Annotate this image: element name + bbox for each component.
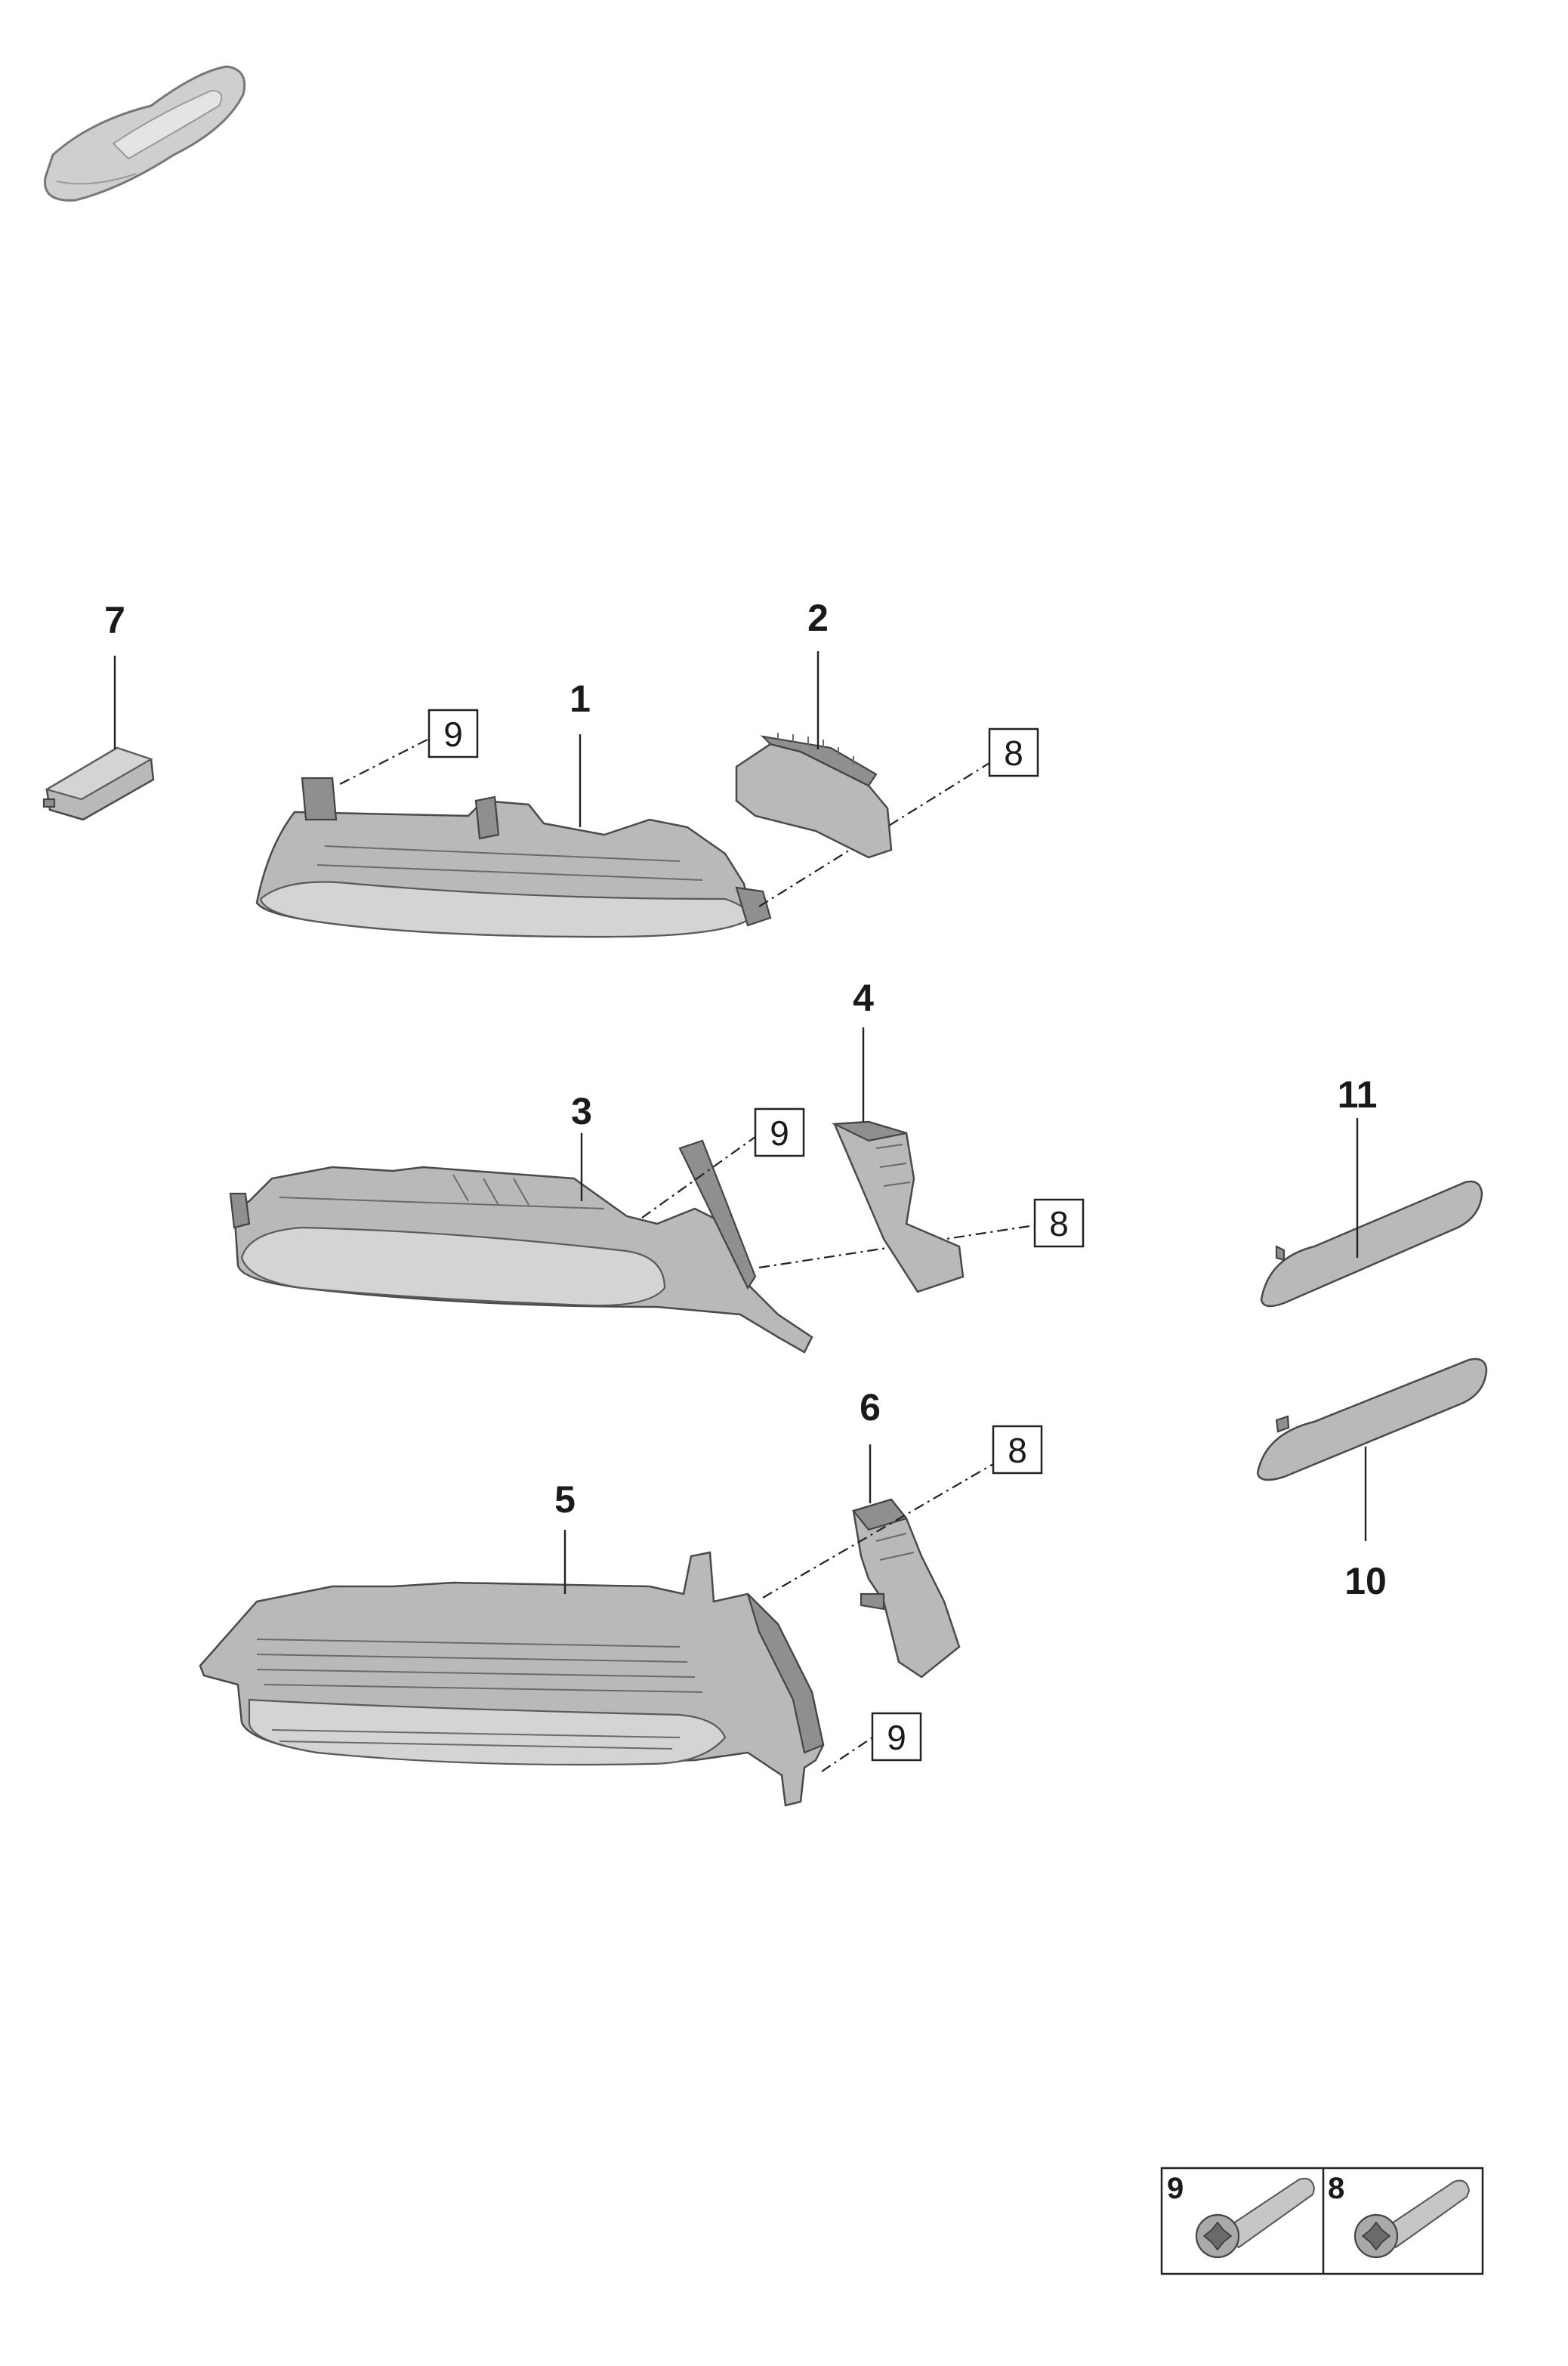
legend-number-8: 8: [1328, 2172, 1344, 2205]
callout-10: 10: [1344, 1560, 1387, 1602]
callout-1: 1: [569, 678, 591, 720]
boxed-ref-9-top: 9: [427, 709, 479, 758]
boxed-ref-9-low: 9: [871, 1712, 922, 1762]
leader-9-low: [821, 1737, 873, 1772]
callout-11: 11: [1338, 1073, 1378, 1116]
part-11-reflector: [1260, 1180, 1483, 1308]
boxed-ref-8-mid: 8: [1033, 1198, 1085, 1248]
vehicle-thumbnail-icon: [44, 65, 246, 202]
part-3-headlight: [229, 1139, 813, 1354]
callout-3: 3: [571, 1090, 592, 1132]
svg-text:9: 9: [770, 1114, 789, 1153]
callout-5: 5: [554, 1478, 576, 1521]
part-6-bracket: [852, 1498, 961, 1679]
boxed-ref-9-mid: 9: [754, 1107, 805, 1157]
callout-7: 7: [104, 599, 125, 641]
svg-text:8: 8: [1004, 734, 1023, 773]
boxed-ref-8-top: 8: [988, 727, 1039, 777]
legend-number-9: 9: [1167, 2172, 1184, 2205]
callout-2: 2: [807, 597, 829, 639]
part-10-reflector: [1256, 1358, 1488, 1481]
svg-text:9: 9: [887, 1718, 906, 1757]
leader-9-top: [339, 738, 430, 785]
torx-bolt-icon: [1195, 2177, 1316, 2259]
boxed-ref-8-low: 8: [992, 1425, 1043, 1475]
svg-text:8: 8: [1049, 1204, 1069, 1243]
svg-text:8: 8: [1008, 1431, 1027, 1470]
part-4-bracket: [831, 1120, 965, 1293]
leader-8-low: [762, 1463, 994, 1598]
leader-9-mid: [641, 1136, 756, 1219]
part-7-control-unit: [42, 746, 155, 821]
torx-bolt-icon: [1353, 2179, 1471, 2259]
callout-4: 4: [853, 977, 874, 1019]
fastener-legend: 9 8: [1160, 2167, 1484, 2275]
part-2-module: [735, 733, 893, 859]
callout-6: 6: [860, 1386, 881, 1429]
part-5-headlight: [199, 1551, 825, 1807]
svg-text:9: 9: [443, 715, 463, 754]
part-1-headlight: [255, 777, 772, 938]
